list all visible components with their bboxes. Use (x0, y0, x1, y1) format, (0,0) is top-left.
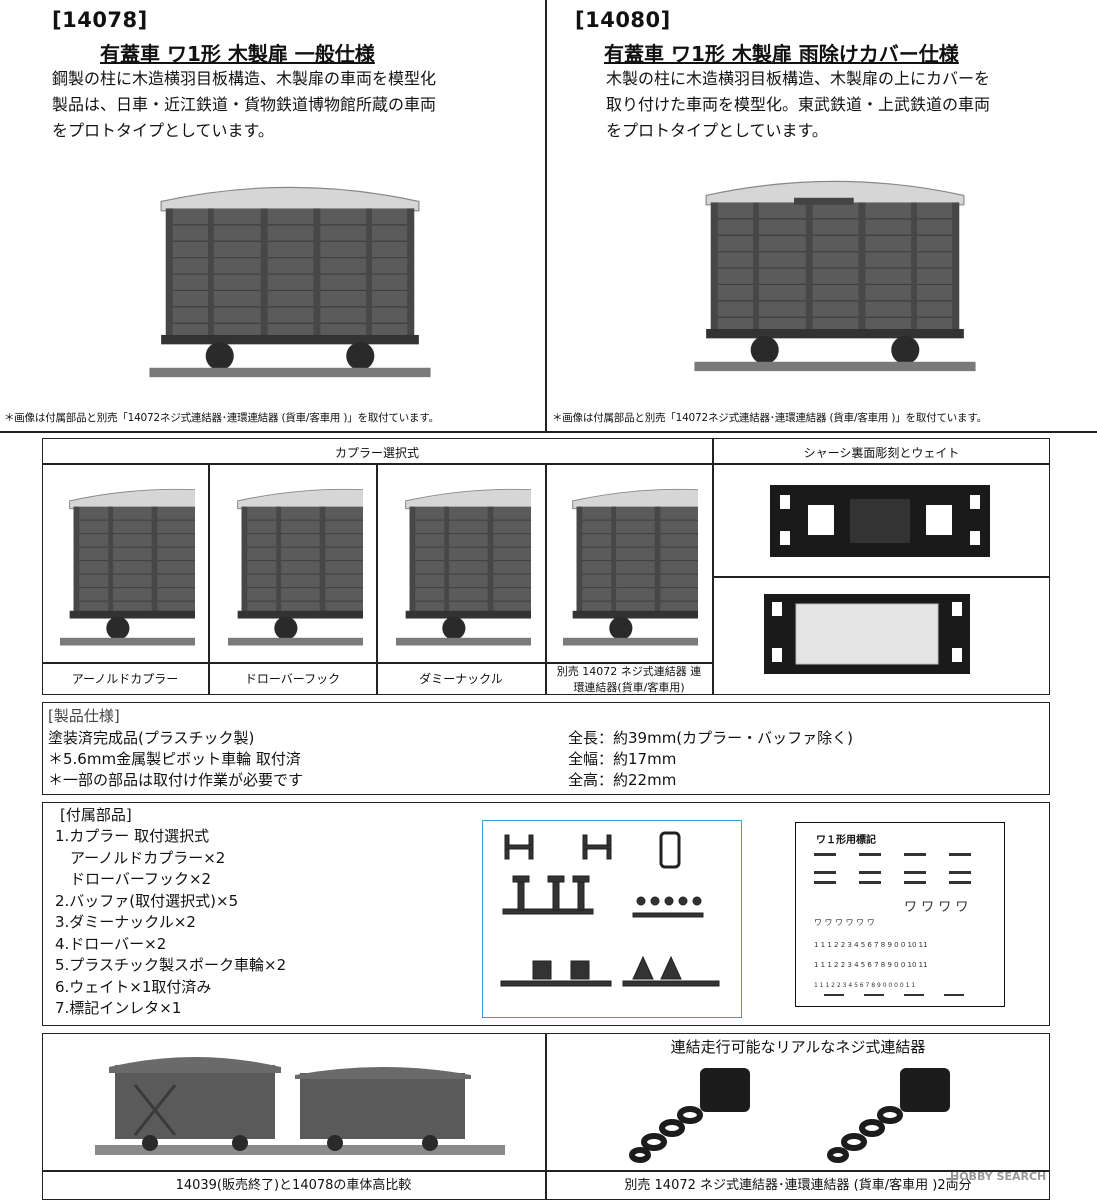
product-description: 木製の柱に木造横羽目板構造、木製扉の上にカバーを 取り付けた車両を模型化。東武鉄… (606, 69, 991, 140)
parts-list: 1.カプラー 取付選択式 アーノルドカプラー×2 ドローバーフック×2 2.バッ… (55, 827, 287, 1017)
decal-marks: ワ ワ ワ ワ ワ ワ ワ ワ ワ ワ 1 1 1 2 2 3 4 5 6 7 … (814, 853, 971, 996)
coupler-photo-knuckle (396, 488, 531, 646)
svg-text:ワ ワ ワ ワ ワ ワ: ワ ワ ワ ワ ワ ワ (814, 918, 875, 927)
decal-title: ワ１形用標記 (816, 835, 876, 846)
wagon-photo-14078 (148, 186, 432, 378)
parts-photo-frame (482, 820, 742, 1018)
coupler-caption-screw: 別売 14072 ネジ式連結器 連 環連結器(貨車/客車用) (556, 665, 702, 694)
specs-title: [製品仕様] (48, 707, 120, 725)
coupler-header: カプラー選択式 (334, 446, 419, 460)
accessory-parts-photo (500, 831, 720, 987)
product-code: [14078] (52, 8, 148, 32)
image-note: ＊画像は付属部品と別売「14072ネジ式連結器･連環連結器 (貨車/客車用 )」… (552, 412, 987, 424)
coupler-photo-drawbar (228, 488, 363, 646)
svg-text:1 1 1 2 2 3 4 5 6 7 8 9 0 0 0: 1 1 1 2 2 3 4 5 6 7 8 9 0 0 0 0 1 1 (814, 982, 915, 989)
chassis-underside-photo (770, 485, 990, 557)
coupler-caption-arnold: アーノルドカプラー (71, 672, 179, 686)
parts-box (42, 802, 1050, 1026)
chassis-header: シャーシ裏面彫刻とウェイト (803, 446, 960, 460)
screw-coupler-header: 連結走行可能なリアルなネジ式連結器 (670, 1038, 926, 1056)
product-title: 有蓋車 ワ1形 木製扉 雨除けカバー仕様 (604, 42, 959, 66)
chassis-weight-photo (764, 594, 970, 674)
comparison-caption: 14039(販売終了)と14078の車体高比較 (175, 1178, 412, 1193)
svg-text:ワ ワ ワ ワ: ワ ワ ワ ワ (904, 900, 968, 915)
watermark: HOBBY SEARCH (950, 1170, 1047, 1183)
product-code: [14080] (575, 8, 671, 32)
coupler-photo-screw (563, 488, 698, 646)
specs-right: 全長：約39mm(カプラー・バッファ除く) 全幅：約17mm 全高：約22mm (568, 729, 854, 789)
height-comparison-photo (95, 1057, 505, 1155)
screw-coupler-photo (629, 1068, 950, 1163)
svg-text:1 1 1 2 2 3 4 5 6 7 8 9 0 0 10: 1 1 1 2 2 3 4 5 6 7 8 9 0 0 10 11 (814, 961, 928, 969)
screw-coupler-caption: 別売 14072 ネジ式連結器･連環連結器 (貨車/客車用 )2両分 (624, 1178, 972, 1193)
top-divider (545, 0, 547, 432)
image-note: ＊画像は付属部品と別売「14072ネジ式連結器･連環連結器 (貨車/客車用 )」… (4, 412, 439, 424)
coupler-caption-drawbar: ドローバーフック (244, 672, 341, 686)
parts-title: [付属部品] (60, 806, 132, 824)
coupler-photo-arnold (60, 488, 195, 646)
decal-sheet: ワ１形用標記 ワ ワ ワ ワ ワ ワ ワ ワ ワ ワ 1 1 1 2 2 3 4… (795, 822, 1005, 1007)
product-title: 有蓋車 ワ1形 木製扉 一般仕様 (100, 42, 375, 66)
specs-box (42, 702, 1050, 795)
top-bottom-rule (0, 431, 1097, 433)
wagon-photo-14080 (693, 180, 977, 372)
product-description: 鋼製の柱に木造横羽目板構造、木製扉の車両を模型化 製品は、日車・近江鉄道・貨物鉄… (52, 69, 437, 140)
specs-left: 塗装済完成品(プラスチック製) ＊5.6mm金属製ピボット車輪 取付済 ＊一部の… (48, 729, 304, 789)
coupler-caption-knuckle: ダミーナックル (419, 672, 503, 686)
svg-text:1 1 1 2 2 3 4 5 6 7 8 9 0 0 10: 1 1 1 2 2 3 4 5 6 7 8 9 0 0 10 11 (814, 941, 928, 949)
